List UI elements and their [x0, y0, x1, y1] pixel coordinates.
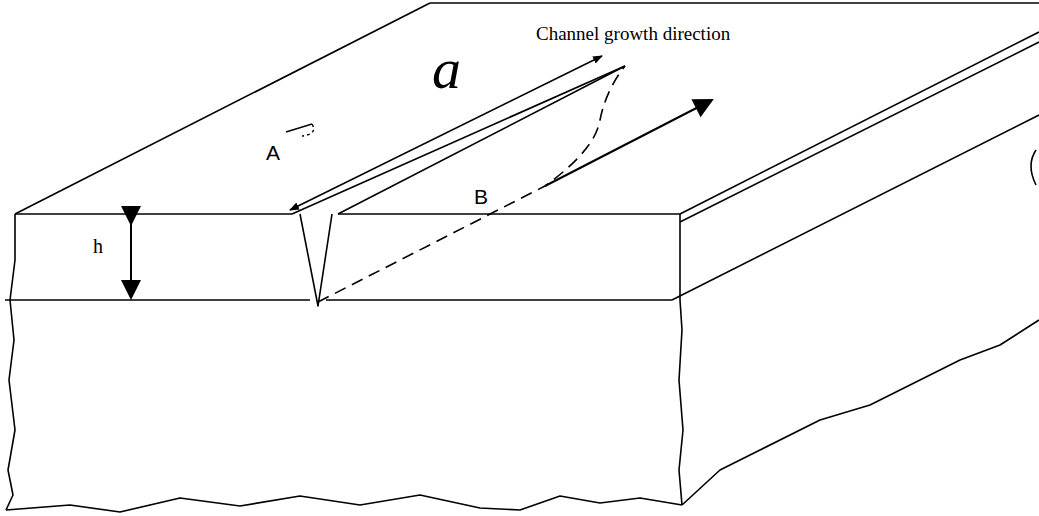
- direction-label: Channel growth direction: [536, 24, 730, 43]
- thickness-dimension: h: [93, 236, 103, 256]
- length-dimension: a: [432, 40, 461, 98]
- region-label: B: [474, 186, 488, 207]
- region-label: A: [266, 142, 280, 163]
